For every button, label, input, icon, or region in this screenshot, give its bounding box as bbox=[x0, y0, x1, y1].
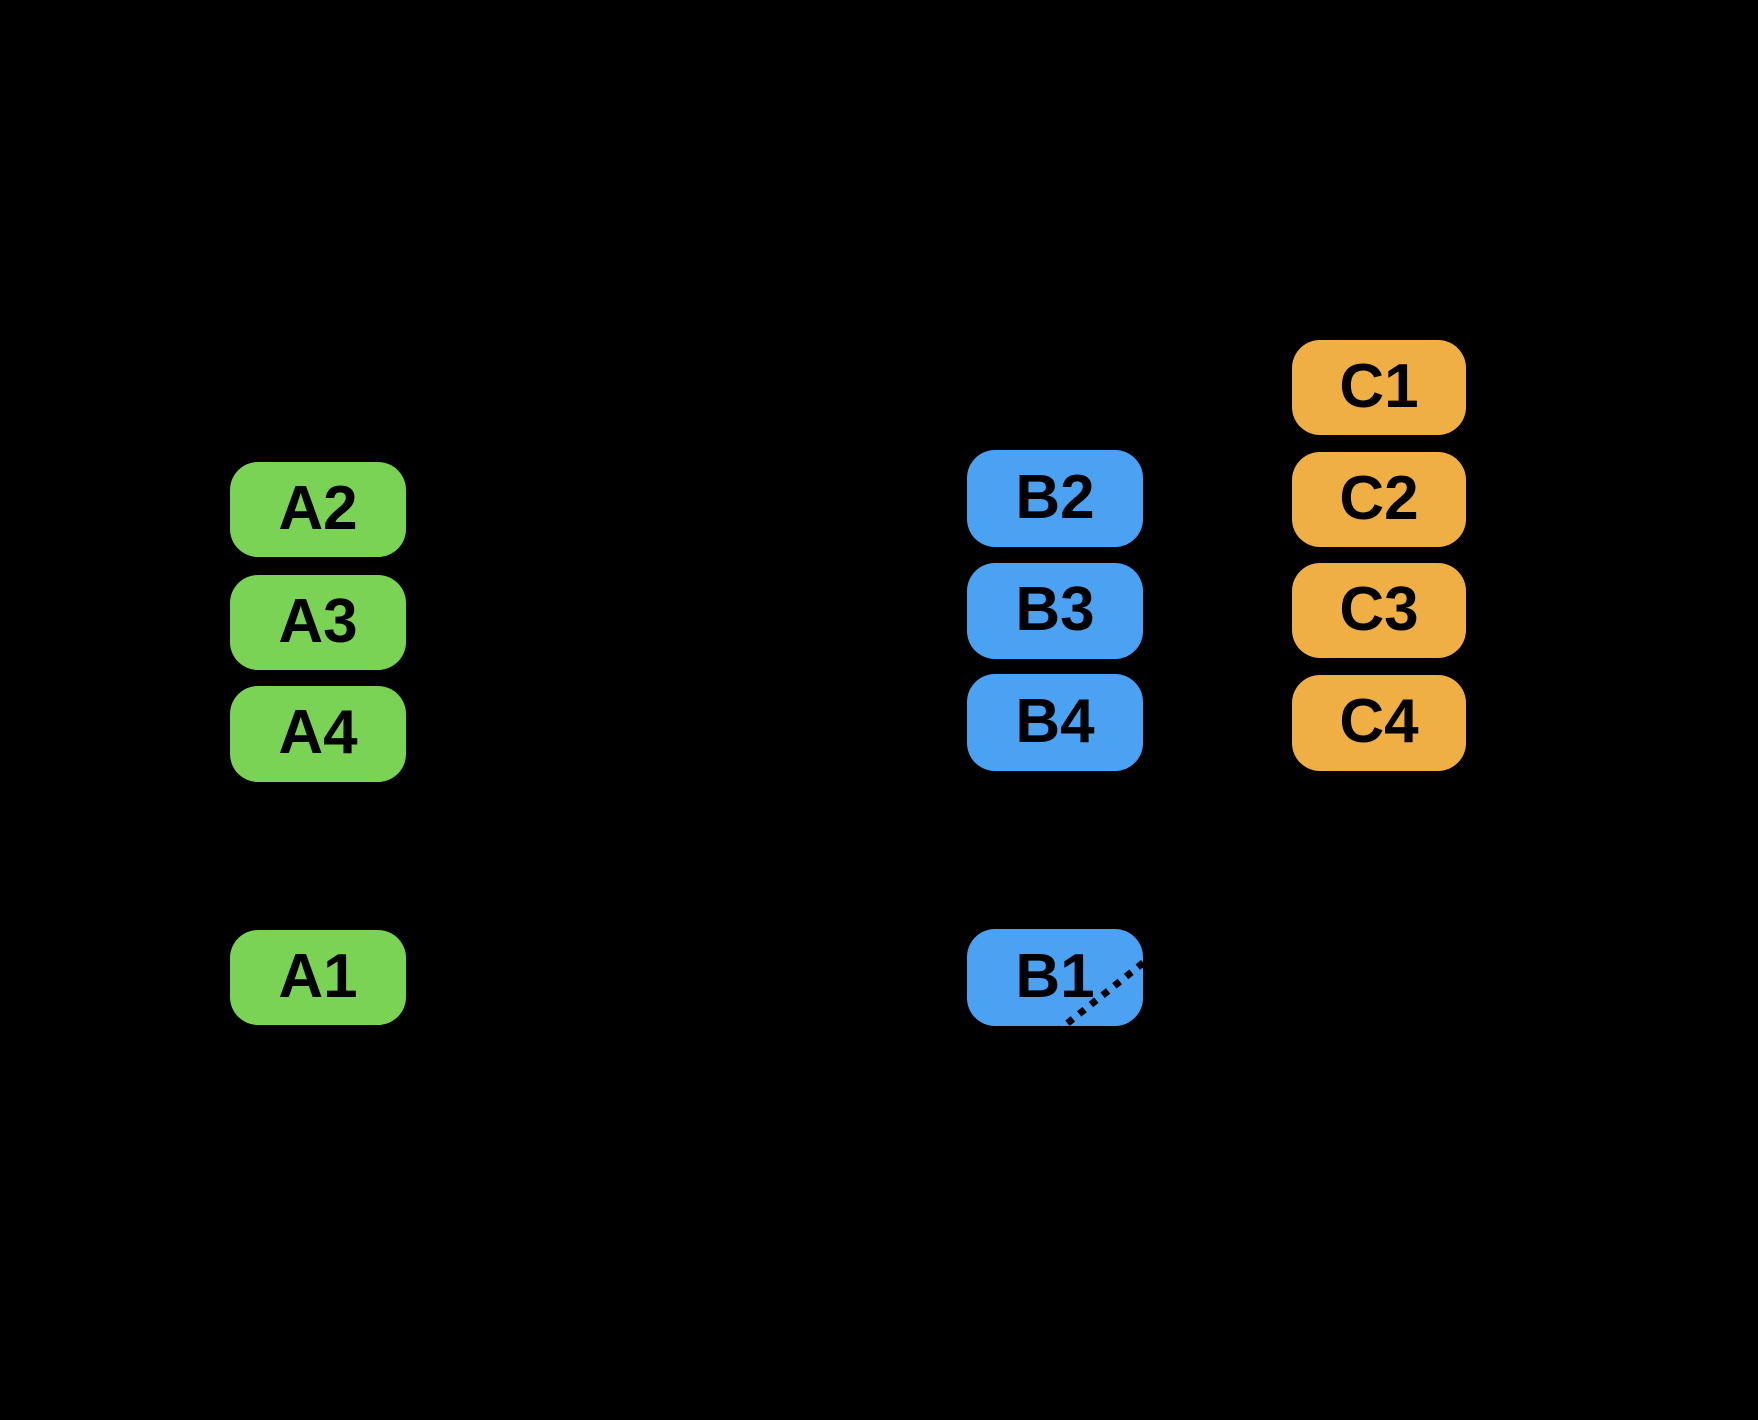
node-label: A1 bbox=[278, 941, 358, 1011]
node-c4: C4 bbox=[1292, 675, 1466, 771]
node-label: B4 bbox=[1015, 686, 1095, 756]
node-label: B2 bbox=[1015, 462, 1095, 532]
node-label: A4 bbox=[278, 698, 358, 767]
node-a3: A3 bbox=[230, 575, 406, 670]
node-a4: A4 bbox=[230, 686, 406, 782]
node-b2: B2 bbox=[967, 450, 1143, 547]
node-label: C4 bbox=[1339, 687, 1419, 756]
node-label: C2 bbox=[1339, 463, 1419, 533]
node-label: A2 bbox=[278, 473, 358, 543]
node-label: C1 bbox=[1339, 351, 1419, 421]
node-b4: B4 bbox=[967, 674, 1143, 771]
node-b3: B3 bbox=[967, 563, 1143, 659]
node-c1: C1 bbox=[1292, 340, 1466, 435]
node-label: B1 bbox=[1015, 941, 1095, 1011]
node-c3: C3 bbox=[1292, 563, 1466, 658]
node-label: A3 bbox=[278, 586, 358, 656]
node-c2: C2 bbox=[1292, 452, 1466, 547]
node-label: B3 bbox=[1015, 575, 1095, 644]
node-b1: B1 bbox=[967, 929, 1143, 1026]
node-label: C3 bbox=[1339, 574, 1419, 644]
node-a1: A1 bbox=[230, 930, 406, 1025]
node-a2: A2 bbox=[230, 462, 406, 557]
